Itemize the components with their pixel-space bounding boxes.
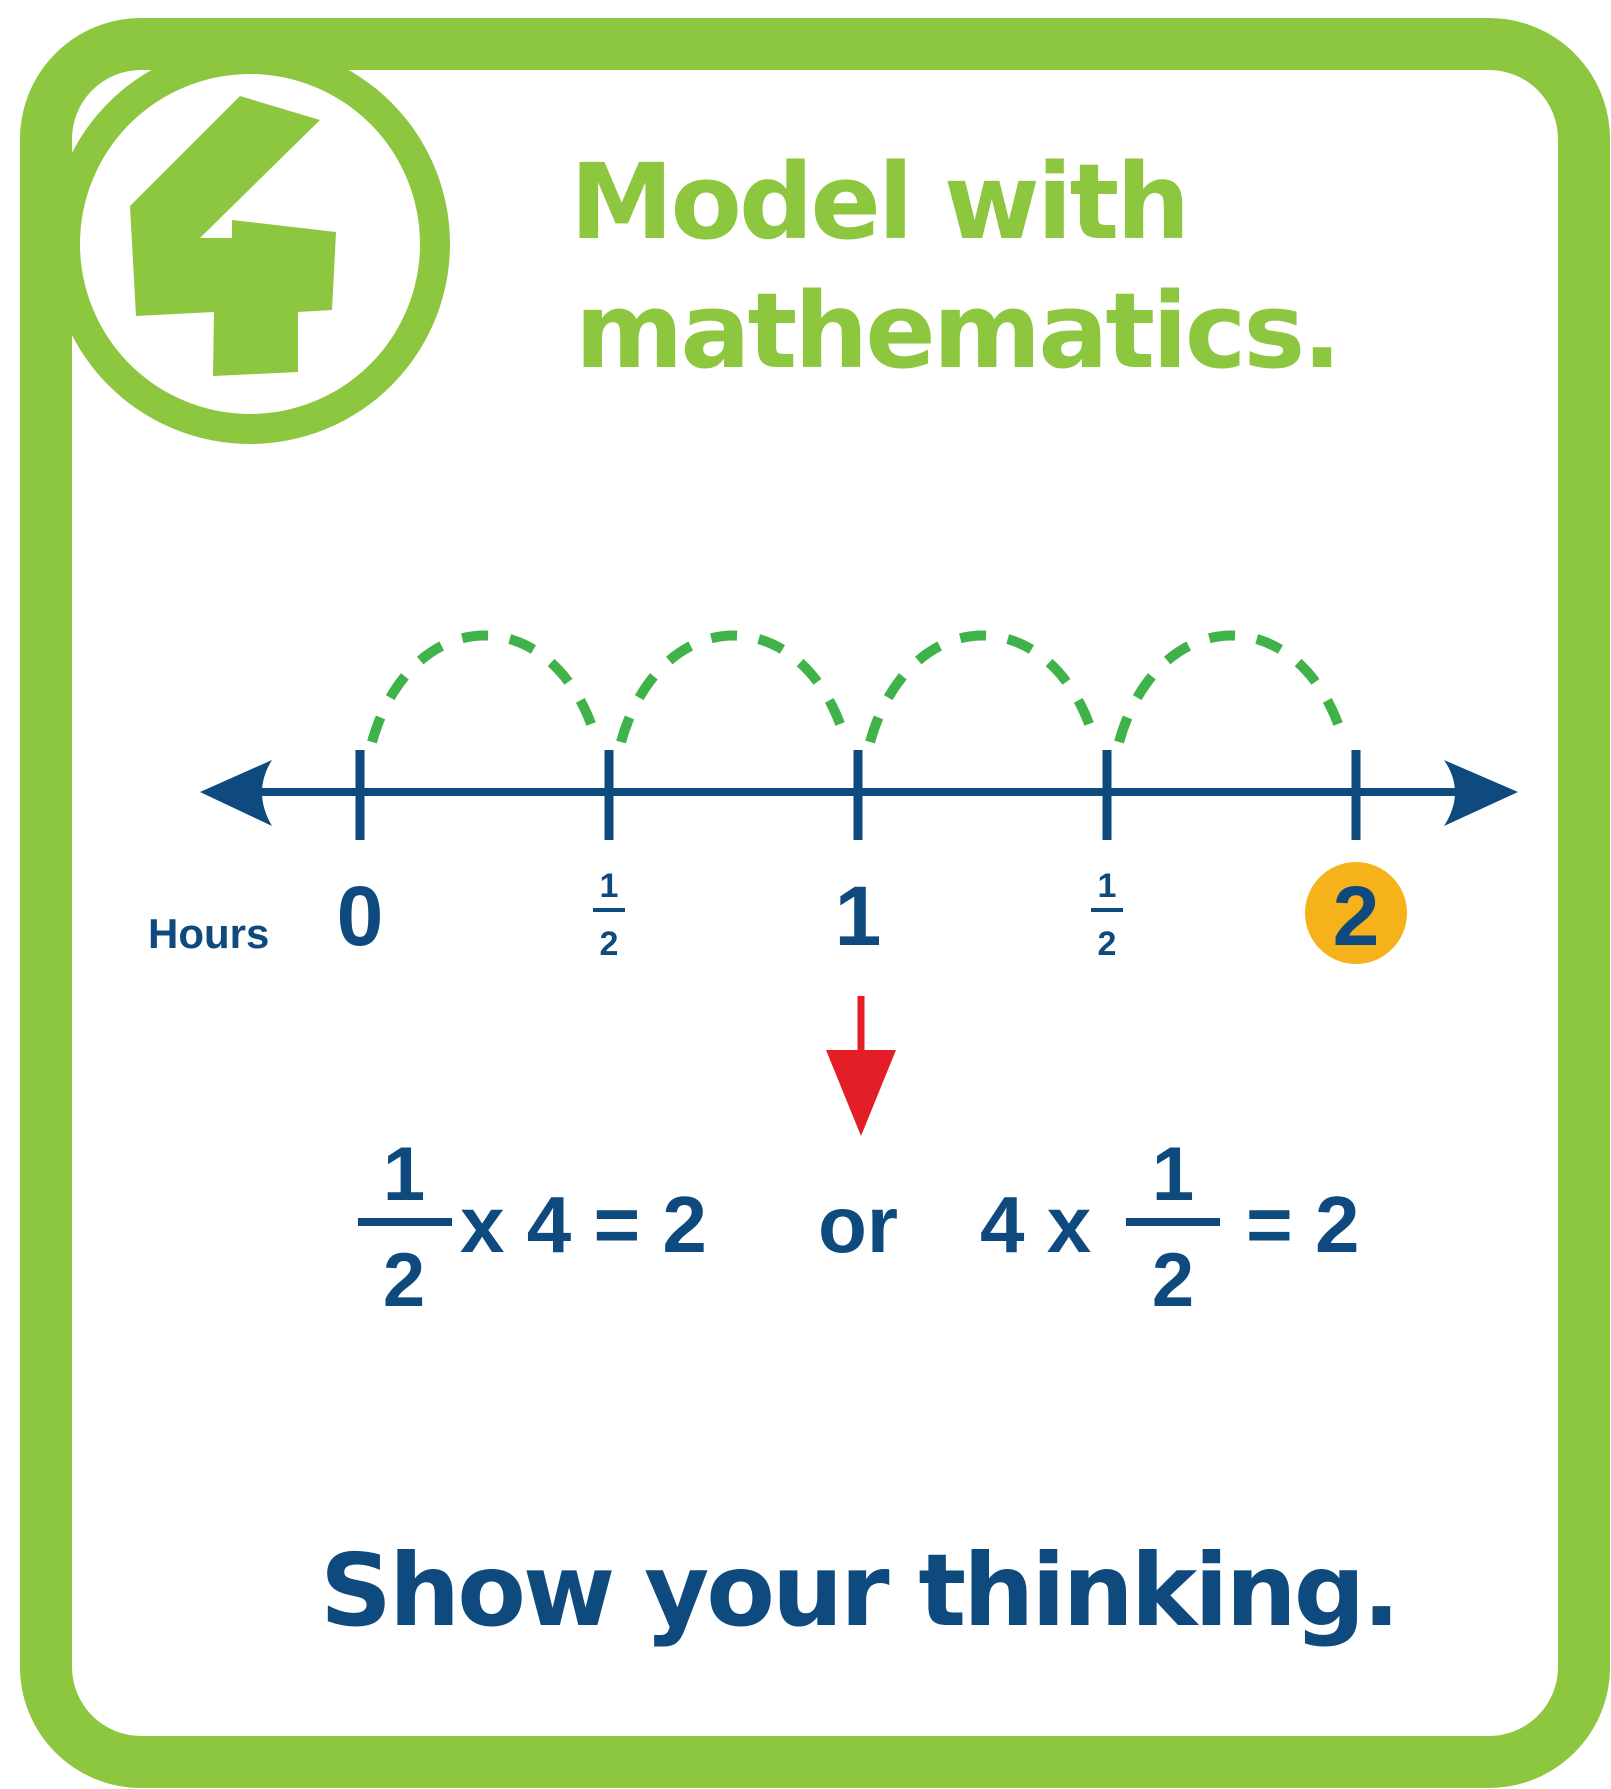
tagline: Show your thinking. [320, 1532, 1397, 1649]
poster-frame [20, 18, 1610, 1788]
left-fraction-numerator: 1 [383, 1132, 425, 1217]
tick-label-fraction: 12 [593, 867, 625, 963]
equation: 1 2 x 4 = 2 or 4 x 1 2 = 2 [358, 1132, 1359, 1323]
right-expression-rest: = 2 [1246, 1180, 1359, 1269]
jump-arcs [367, 630, 1349, 744]
tick-label-denominator: 2 [600, 925, 619, 963]
tick-label-numerator: 1 [1098, 867, 1117, 905]
jump-arc [616, 630, 851, 744]
equation-left: 1 2 x 4 = 2 [358, 1132, 707, 1323]
number-badge: 4 [50, 44, 450, 444]
highlight-circle [1305, 862, 1407, 964]
right-fraction-denominator: 2 [1152, 1238, 1194, 1323]
axis-arrow-right [1444, 760, 1518, 826]
tick-label-numerator: 1 [600, 867, 619, 905]
title-line-1: Model with [570, 141, 1187, 263]
left-fraction-denominator: 2 [383, 1238, 425, 1323]
jump-arc [367, 630, 602, 744]
down-arrow [826, 996, 896, 1136]
jump-arc [1114, 630, 1349, 744]
equation-right: 4 x 1 2 = 2 [980, 1132, 1359, 1323]
down-arrow-head [826, 1050, 896, 1136]
left-expression-rest: x 4 = 2 [460, 1180, 707, 1269]
title-line-2: mathematics. [575, 270, 1339, 392]
right-expression-prefix: 4 x [980, 1180, 1091, 1269]
tick-label-whole: 0 [337, 869, 384, 963]
tick-marks [355, 750, 1361, 840]
jump-arc [865, 630, 1100, 744]
axis-label: Hours [148, 910, 269, 957]
number-four-glyph [130, 96, 336, 376]
tick-label-denominator: 2 [1098, 925, 1117, 963]
axis-arrow-left [200, 760, 272, 826]
right-fraction-numerator: 1 [1152, 1132, 1194, 1217]
equation-joiner: or [818, 1180, 898, 1269]
tick-label-fraction: 12 [1091, 867, 1123, 963]
tick-label-whole: 1 [835, 869, 882, 963]
tick-label-whole: 2 [1333, 869, 1380, 963]
